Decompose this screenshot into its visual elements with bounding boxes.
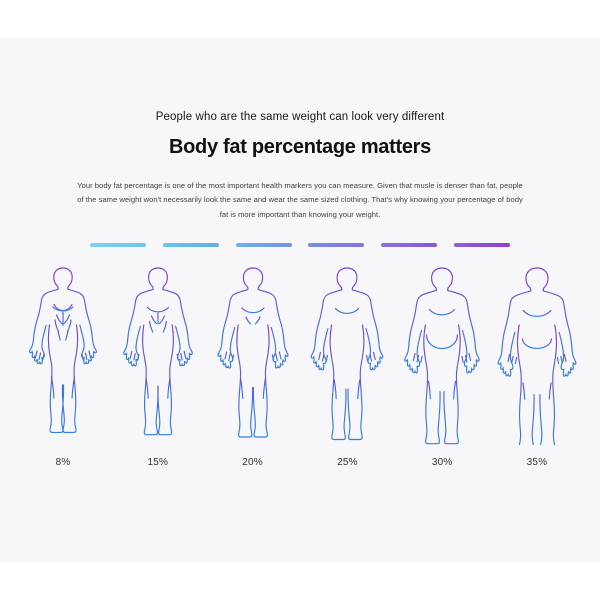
intro-line-1: Your body fat percentage is one of the m… [77,180,523,190]
intro-line-3: fat is more important than knowing your … [219,210,381,220]
body-figure-35-cell: 35% [494,263,580,468]
body-figure-8-label: 8% [55,456,71,468]
body-figure-30-cell: 30% [399,263,485,468]
scale-bar-20 [235,242,292,247]
header: People who are the same weight can look … [0,38,600,158]
body-figure-20-icon [217,267,289,438]
body-figure-35-label: 35% [526,456,548,468]
scale-bar-35 [453,242,510,247]
body-figure-15-cell: 15% [115,263,201,468]
body-figure-8-icon [29,267,97,433]
eyebrow-text: People who are the same weight can look … [155,111,445,123]
page-title: Body fat percentage matters [169,135,431,158]
body-figure-8-cell: 8% [20,263,106,468]
intro-line-2: of the same weight won't necessarily loo… [77,195,523,205]
scale-bar-8 [90,242,146,247]
body-figure-25-cell: 25% [304,263,390,468]
body-figure-25-icon [311,267,384,440]
body-figure-25-label: 25% [337,456,358,468]
body-figure-20-cell: 20% [210,263,296,468]
scale-bar-25 [308,242,365,247]
body-figure-15-label: 15% [147,456,169,468]
scale-bar-30 [381,242,438,247]
body-figure-20-label: 20% [242,456,263,468]
infographic-card: People who are the same weight can look … [0,38,600,562]
body-figures-row: 8% [20,263,580,468]
body-figure-35-icon [497,267,577,445]
body-figure-15-icon [122,267,193,436]
body-figure-30-icon [404,267,480,445]
intro-paragraph: Your body fat percentage is one of the m… [37,179,563,223]
body-figure-30-label: 30% [431,456,453,468]
scale-bar-legend [90,242,510,247]
scale-bar-15 [162,242,219,247]
